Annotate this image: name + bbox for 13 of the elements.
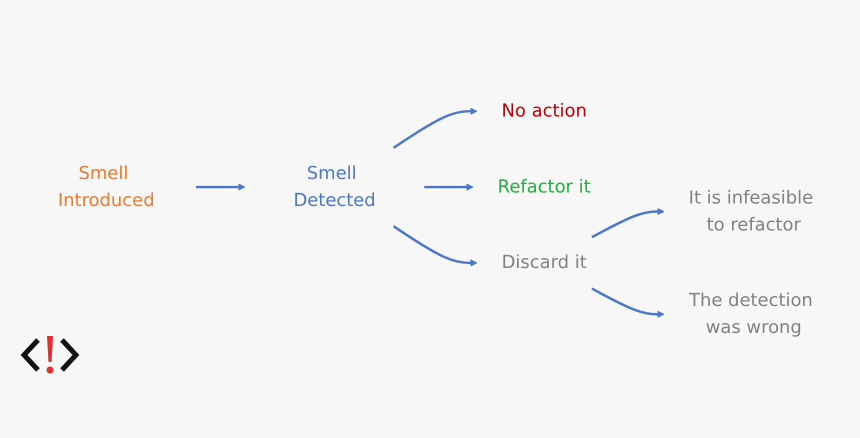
arrow <box>196 183 246 190</box>
arrow <box>591 287 664 318</box>
node-text: Smell Introduced <box>58 162 155 210</box>
node-text: Discard it <box>502 252 587 273</box>
node-text: It is infeasible to refactor <box>688 187 814 235</box>
arrow <box>392 107 478 148</box>
arrow <box>424 183 474 190</box>
node-text: Smell Detected <box>293 162 376 210</box>
arrow <box>392 224 478 266</box>
node-text: No action <box>502 100 587 121</box>
node-text: Refactor it <box>498 176 591 197</box>
node-text: The detection was wrong <box>689 290 813 338</box>
arrow <box>591 207 664 238</box>
